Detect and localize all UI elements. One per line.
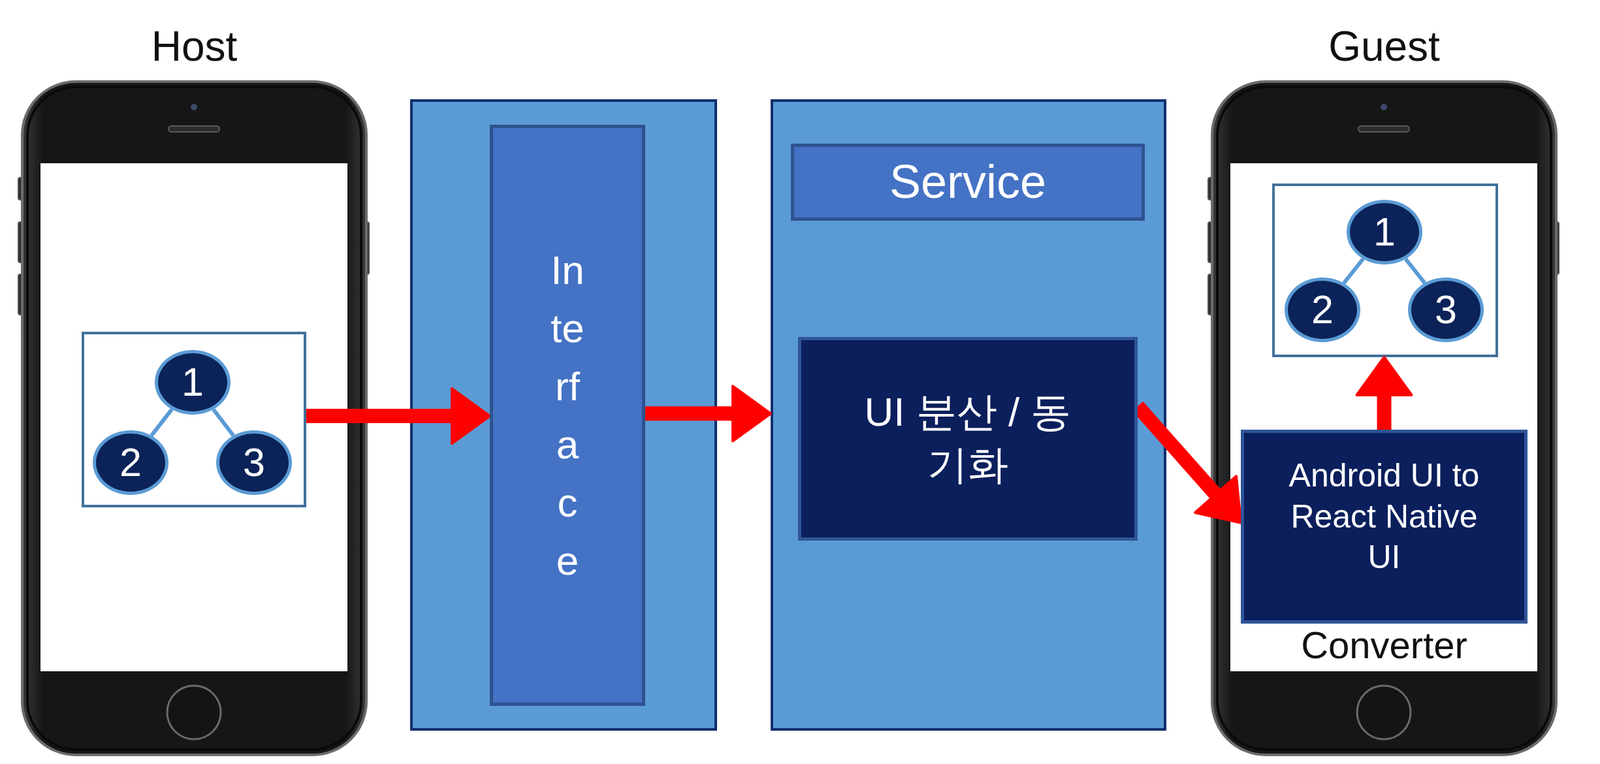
- process-box: UI 분산 / 동기화: [798, 336, 1138, 541]
- tree-link: [1344, 258, 1364, 283]
- connector-line: [1344, 258, 1364, 283]
- connector-line: [1377, 392, 1392, 430]
- node-number: 2: [119, 442, 142, 483]
- arrow-head: [732, 385, 771, 441]
- tree-link: [213, 409, 234, 436]
- node-number: 2: [1311, 289, 1334, 330]
- service-title: Service: [889, 156, 1047, 208]
- arrow-head: [451, 388, 490, 444]
- tree-link: [151, 409, 172, 436]
- node-number: 1: [181, 362, 204, 403]
- service-header: Service: [790, 143, 1145, 221]
- connector-line: [1137, 406, 1218, 497]
- connector-line: [645, 406, 736, 421]
- node-number: 3: [242, 442, 266, 483]
- flow-arrow: [306, 388, 490, 444]
- converter-text: Android UI to React Native UI: [1276, 455, 1493, 578]
- tree-node-circle: 1: [154, 350, 231, 415]
- tree-node-circle: 3: [216, 430, 292, 496]
- ui-tree-box: 12 3: [1272, 183, 1499, 358]
- tree-node-circle: 2: [1284, 277, 1361, 343]
- interface-box: Interface: [489, 124, 646, 706]
- device-label: Host: [9, 22, 380, 72]
- ui-tree-box: 12 3: [81, 331, 307, 508]
- tree-node-circle: 1: [1346, 199, 1423, 265]
- tree-node-circle: 3: [1408, 277, 1484, 343]
- tree-node-circle: 2: [92, 430, 169, 496]
- flow-arrow: [645, 385, 771, 441]
- connector-line: [151, 409, 172, 436]
- interface-panel: Interface: [410, 99, 718, 731]
- device-label: Guest: [1199, 22, 1570, 72]
- function-title: UI 분산 / 동기화: [860, 385, 1076, 492]
- converter-box: Android UI to React Native UIConverter: [1240, 429, 1528, 624]
- component-label: Converter: [1237, 624, 1531, 667]
- arrow-head: [1357, 357, 1412, 396]
- host-phone: Host123: [22, 81, 367, 755]
- node-number: 1: [1373, 212, 1396, 253]
- guest-phone: Guest123Android UI to React Native UICon…: [1212, 81, 1557, 755]
- connector-line: [306, 408, 455, 424]
- tree-link: [1405, 259, 1425, 284]
- flow-arrow: [1357, 357, 1412, 430]
- connector-line: [213, 409, 234, 436]
- node-number: 3: [1434, 289, 1457, 330]
- arrow-head: [1195, 476, 1241, 523]
- service-panel: Service UI 분산 / 동기화: [770, 99, 1167, 731]
- interface-title: Interface: [547, 240, 588, 590]
- flow-arrow: [1137, 406, 1241, 523]
- connector-line: [1405, 259, 1425, 284]
